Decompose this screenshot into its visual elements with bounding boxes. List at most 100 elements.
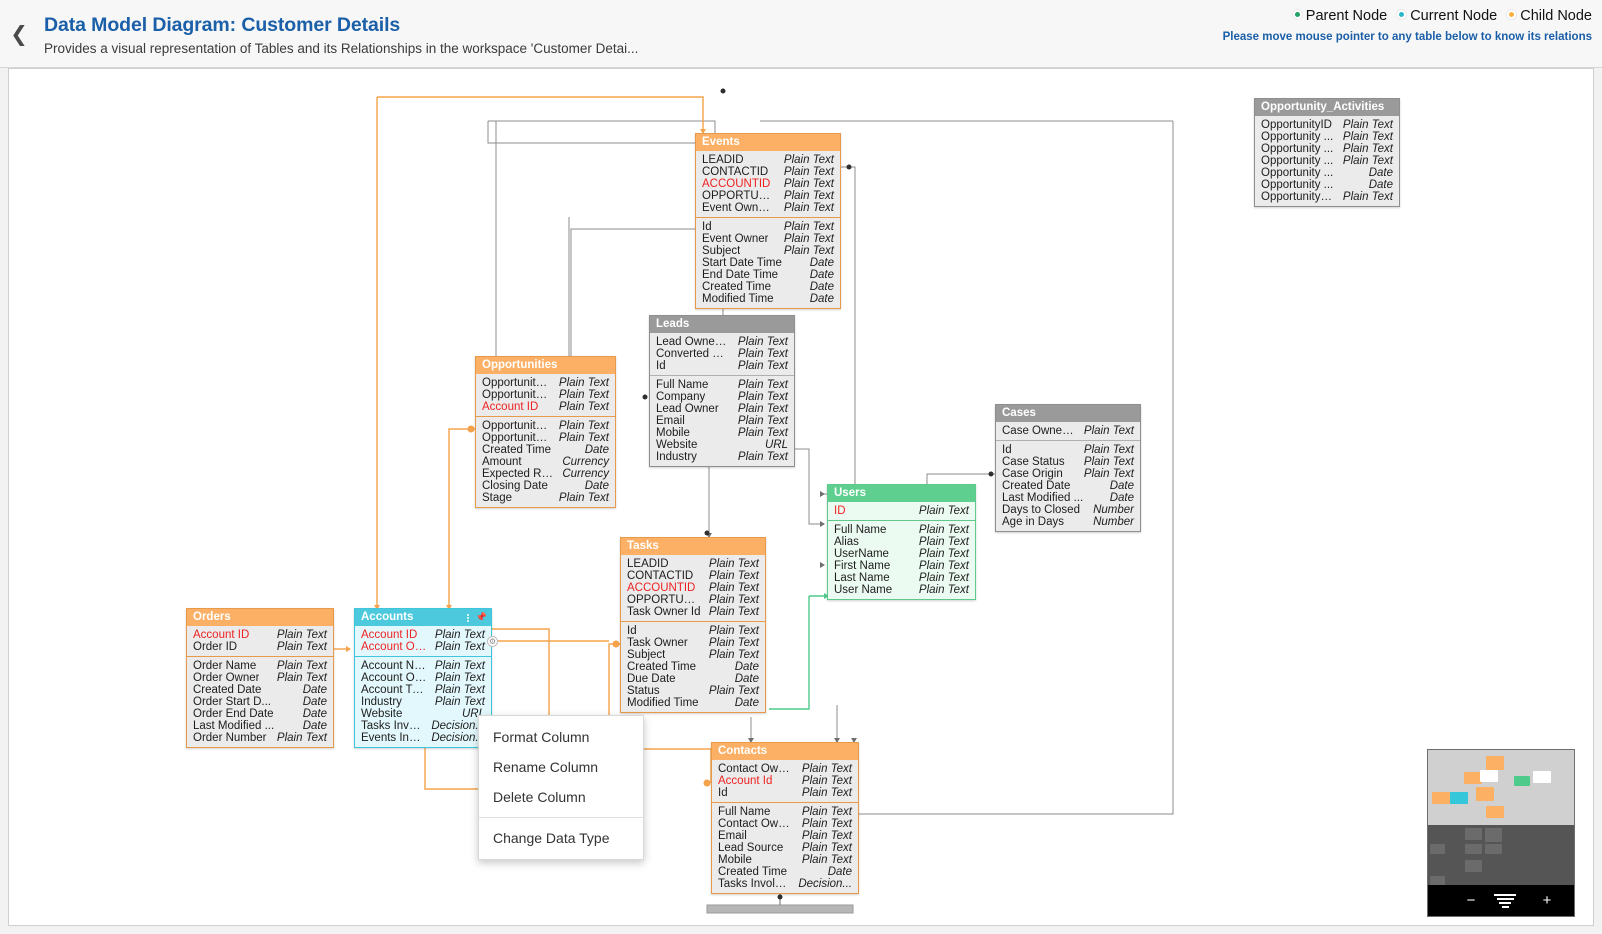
table-header[interactable]: Events <box>696 134 840 151</box>
table-row[interactable]: Converted Op...Plain Text <box>650 348 794 360</box>
table-header[interactable]: Orders <box>187 609 333 626</box>
table-row[interactable]: Opportunity ...Plain Text <box>1255 131 1399 143</box>
table-row[interactable]: Opportunity ...Plain Text <box>1255 155 1399 167</box>
table-row[interactable]: OPPORTUNI...Plain Text <box>696 190 840 202</box>
table-header[interactable]: Tasks <box>621 538 765 555</box>
zoom-out-button[interactable]: − <box>1466 892 1476 909</box>
table-row[interactable]: Contact Own...Plain Text <box>712 763 858 775</box>
menu-item-rename-column[interactable]: Rename Column <box>493 759 599 775</box>
table-row[interactable]: Last Modified ...Date <box>187 720 333 732</box>
table-row[interactable]: Last Modified ...Date <box>996 492 1140 504</box>
menu-item-format-column[interactable]: Format Column <box>493 729 590 745</box>
table-header[interactable]: Accounts📌 <box>355 609 491 626</box>
table-row[interactable]: Opportunity T...Plain Text <box>1255 191 1399 203</box>
table-row[interactable]: Order Start D...Date <box>187 696 333 708</box>
table-row[interactable]: Events InvolvedDecision... <box>355 732 491 744</box>
table-row[interactable]: Tasks InvolvedDecision... <box>355 720 491 732</box>
table-header[interactable]: Contacts <box>712 743 858 760</box>
zoom-in-button[interactable]: + <box>1542 892 1552 909</box>
pin-icon[interactable]: 📌 <box>475 612 487 622</box>
table-row[interactable]: Opportunity ...Date <box>1255 179 1399 191</box>
more-vertical-icon[interactable] <box>466 613 470 623</box>
fit-to-screen-icon[interactable] <box>1488 885 1522 916</box>
table-row[interactable]: Account Own...Plain Text <box>355 641 491 653</box>
minimap-panel[interactable]: − + <box>1427 749 1575 917</box>
table-header[interactable]: Leads <box>650 316 794 333</box>
table-row[interactable]: Opportunity ...Plain Text <box>1255 143 1399 155</box>
table-header[interactable]: Opportunity_Activities <box>1255 99 1399 116</box>
table-header[interactable]: Opportunities <box>476 357 615 374</box>
table-row[interactable]: Opportunity ...Plain Text <box>476 389 615 401</box>
table-header[interactable]: Users <box>828 485 975 502</box>
menu-item-change-data-type[interactable]: Change Data Type <box>493 830 610 846</box>
